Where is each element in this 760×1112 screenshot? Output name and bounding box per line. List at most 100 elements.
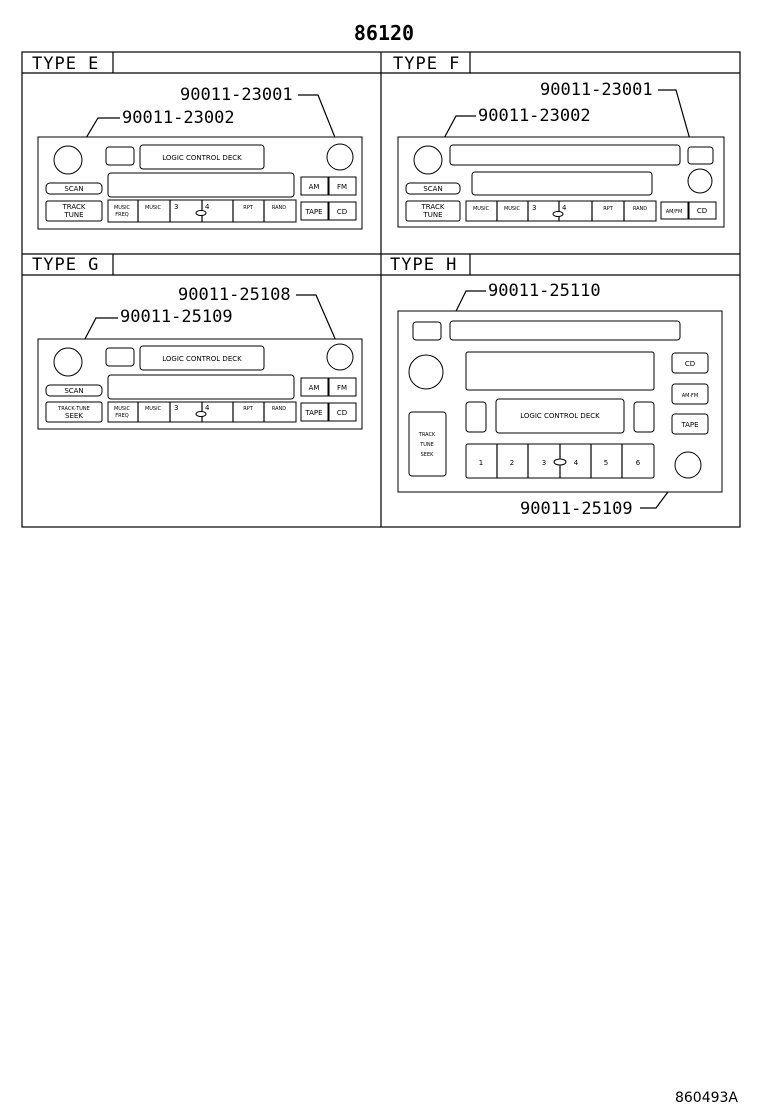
tuning-knob [687, 168, 713, 194]
preset-4-label: 4 [205, 203, 210, 211]
preset-3-label: 3 [532, 204, 536, 212]
cd-slot [449, 320, 681, 341]
tune-label: TUNE [419, 442, 434, 448]
preset-row [465, 200, 657, 222]
music-label-2: MUSIC [145, 406, 162, 412]
amfm-button [660, 201, 689, 220]
cd-button [688, 201, 717, 220]
tuning-knob [674, 451, 702, 479]
eject-button [105, 347, 135, 367]
rpt-label: RPT [243, 205, 253, 211]
tape-button [300, 201, 329, 221]
preset-3-label: 3 [174, 404, 178, 412]
part-label-upper: 90011-23001 [540, 80, 653, 100]
part-label-lower: 90011-23002 [122, 108, 235, 128]
seek-label: SEEK [421, 452, 434, 458]
music-label: MUSIC [114, 406, 131, 412]
tune-label: TUNE [422, 211, 442, 219]
am-label: AM [309, 384, 320, 392]
display-window [139, 144, 265, 170]
panel-type-e: TYPE E 90011-23001 90011-23002 LOGIC CON… [32, 54, 363, 230]
scan-button [45, 384, 103, 397]
cd-button [328, 201, 357, 221]
leader-line [296, 294, 341, 351]
preset-2-label: 2 [510, 459, 514, 467]
scan-label: SCAN [64, 387, 83, 395]
scan-button [45, 182, 103, 195]
main-part-number: 86120 [354, 21, 414, 45]
figure-code: 860493A [675, 1090, 738, 1106]
part-label-lower: 90011-25109 [120, 307, 233, 327]
type-label: TYPE E [32, 54, 99, 74]
display-text: LOGIC CONTROL DECK [162, 355, 242, 363]
amfm-label: AM·FM [682, 393, 699, 399]
preset-5-label: 5 [604, 459, 608, 467]
preset-4-label: 4 [205, 404, 210, 412]
eject-button [412, 321, 442, 341]
music-label-2: MUSIC [145, 205, 162, 211]
am-label: AM [309, 183, 320, 191]
preset-4-label: 4 [574, 459, 579, 467]
scan-button [405, 182, 461, 195]
am-button [300, 377, 329, 397]
display-window [471, 171, 653, 196]
fm-button [328, 176, 357, 196]
part-label-upper: 90011-23001 [180, 85, 293, 105]
tape-label: TAPE [680, 421, 698, 429]
freq-label: FREQ [115, 212, 129, 218]
tape-label: TAPE [304, 409, 322, 417]
part-label-upper: 90011-25110 [488, 281, 601, 301]
cd-label: CD [337, 208, 347, 216]
rpt-label: RPT [603, 206, 613, 212]
leader-line [298, 94, 341, 151]
preset-1-label: 1 [479, 459, 483, 467]
track-label: TRACK [421, 203, 445, 211]
volume-knob [53, 145, 83, 175]
tuning-knob [326, 343, 354, 371]
track-button [45, 401, 103, 423]
tape-button [300, 402, 329, 422]
cd-label: CD [685, 360, 695, 368]
scan-label: SCAN [64, 185, 83, 193]
track-label: TRACK·TUNE [57, 406, 90, 412]
cd-button [671, 352, 709, 374]
display-text: LOGIC CONTROL DECK [162, 154, 242, 162]
volume-knob [408, 354, 444, 390]
preset-6-label: 6 [636, 459, 641, 467]
tape-button [671, 413, 709, 435]
panel-type-h: TYPE H 90011-25110 90011-25109 CD AM·FM … [390, 255, 723, 519]
preset-3-label: 3 [542, 459, 546, 467]
tape-label: TAPE [304, 208, 322, 216]
preset-4-label: 4 [562, 204, 567, 212]
am-button [300, 176, 329, 196]
fm-label: FM [337, 183, 347, 191]
seek-label: SEEK [65, 412, 83, 420]
logic-deck-panel [495, 398, 625, 434]
cd-button [328, 402, 357, 422]
music-label: MUSIC [114, 205, 131, 211]
rand-label: RAND [272, 205, 286, 211]
track-button [408, 411, 447, 477]
fm-button [328, 377, 357, 397]
rand-label: RAND [633, 206, 647, 212]
cassette-slot [107, 374, 295, 400]
track-label: TRACK [62, 203, 86, 211]
fm-label: FM [337, 384, 347, 392]
track-button [45, 200, 103, 222]
display-text: LOGIC CONTROL DECK [520, 412, 600, 420]
seek-down-button [465, 401, 487, 433]
panel-type-g: TYPE G 90011-25108 90011-25109 LOGIC CON… [32, 255, 363, 430]
eject-button [687, 146, 714, 165]
panel-type-f: TYPE F 90011-23001 90011-23002 SCAN TRAC… [393, 54, 725, 228]
track-button [405, 200, 461, 222]
preset-3-label: 3 [174, 203, 178, 211]
amfm-label: AM/FM [666, 209, 683, 215]
cd-label: CD [697, 207, 707, 215]
cassette-slot [107, 172, 295, 198]
volume-knob [53, 347, 83, 377]
part-label-lower: 90011-23002 [478, 106, 591, 126]
display-window [139, 345, 265, 371]
tune-label: TUNE [63, 211, 83, 219]
seek-up-button [633, 401, 655, 433]
